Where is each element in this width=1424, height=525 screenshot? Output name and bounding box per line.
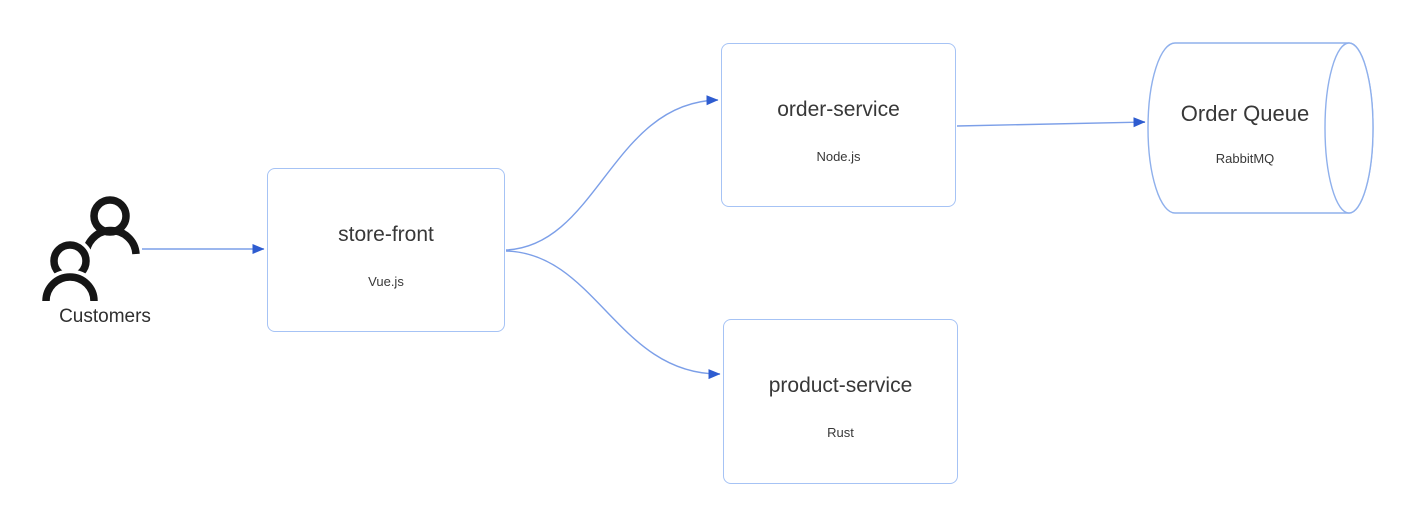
- edge-store-front-to-product-service[interactable]: [505, 250, 721, 380]
- order-service-subtitle: Node.js: [816, 149, 861, 164]
- queue-cylinder-cap: [1324, 42, 1374, 214]
- edge-order-service-to-order-queue[interactable]: [956, 117, 1146, 128]
- store-front-subtitle: Vue.js: [368, 274, 404, 289]
- order-service-title: order-service: [777, 98, 900, 121]
- customers-node[interactable]: [38, 196, 140, 302]
- edge-store-front-to-order-service[interactable]: [505, 95, 719, 251]
- store-front-node[interactable]: store-front Vue.js: [267, 168, 505, 332]
- order-service-node[interactable]: order-service Node.js: [721, 43, 956, 207]
- product-service-title: product-service: [768, 374, 913, 397]
- order-queue-node[interactable]: [1147, 42, 1374, 214]
- store-front-title: store-front: [338, 223, 434, 246]
- customers-label: Customers: [59, 306, 151, 327]
- product-service-subtitle: Rust: [827, 425, 854, 440]
- customers-icon: [38, 196, 140, 302]
- product-service-node[interactable]: product-service Rust: [723, 319, 958, 484]
